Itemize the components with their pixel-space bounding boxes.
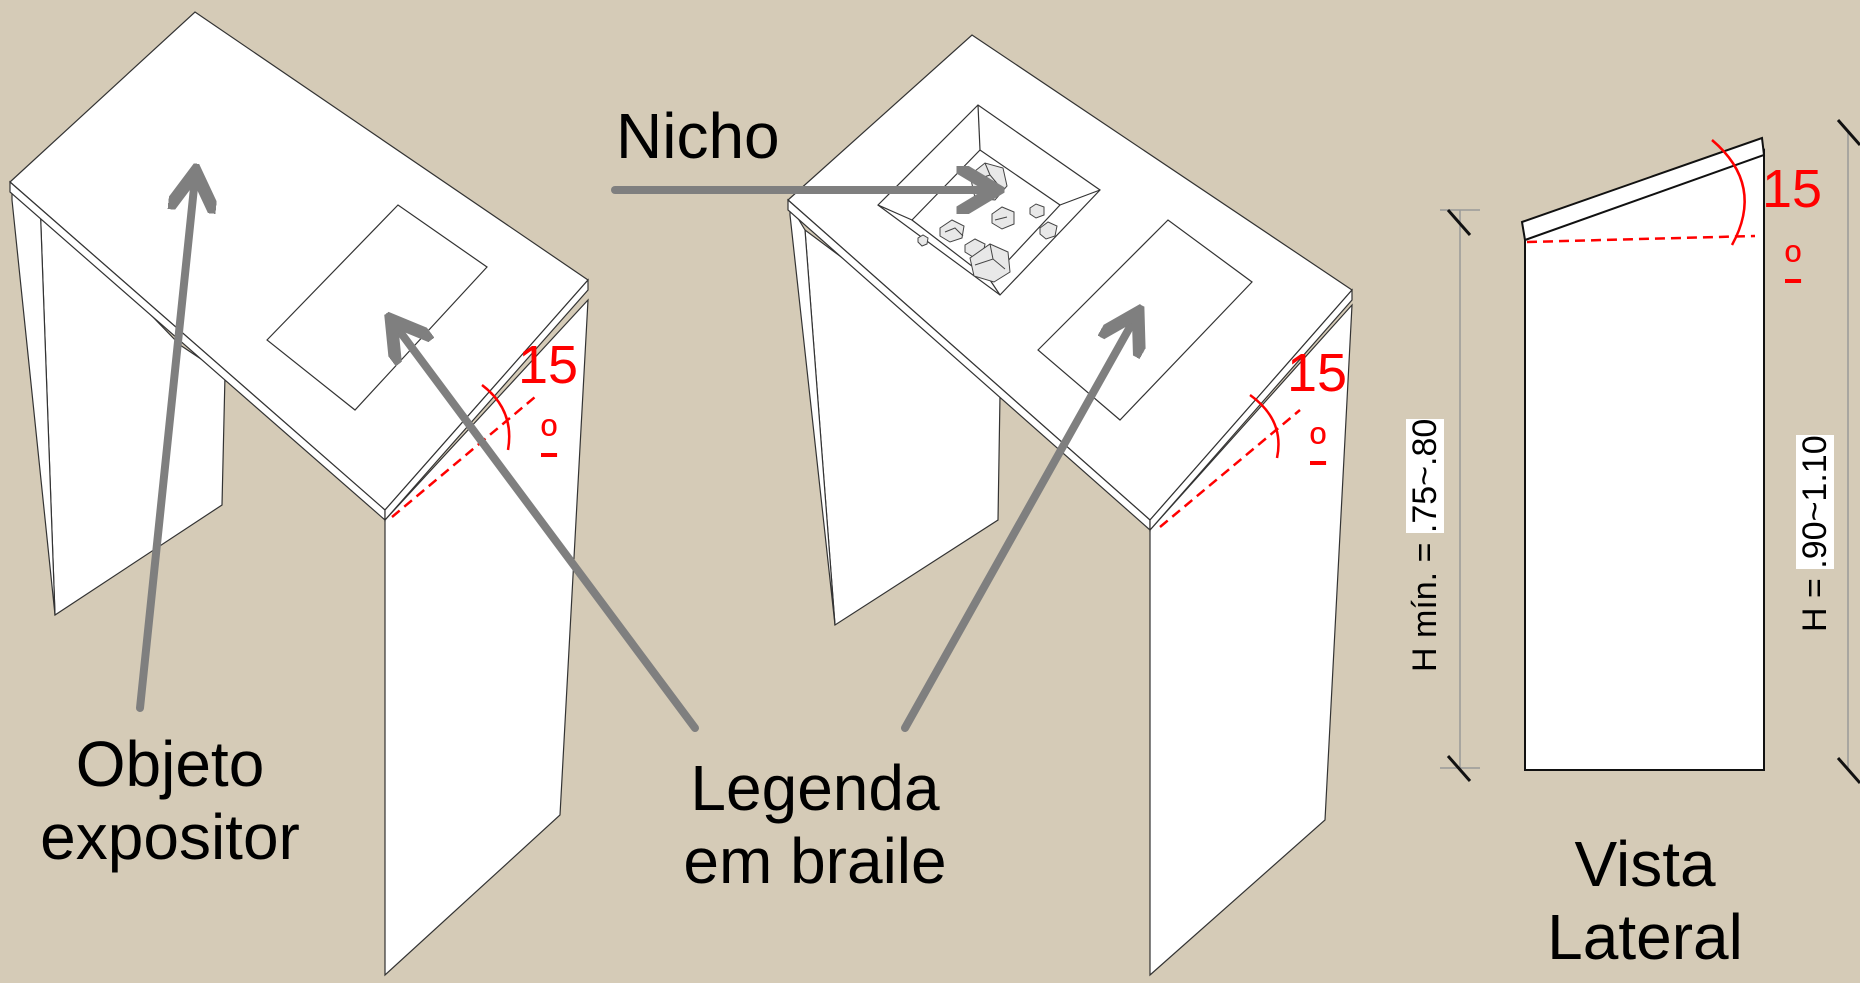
arrow-legenda-left bbox=[395, 325, 699, 732]
dimension-h-min: H mín. = .75~.80 bbox=[1406, 418, 1444, 672]
middle-exhibitor-front-leg bbox=[1149, 303, 1353, 977]
label-legenda-line2: em braile bbox=[683, 824, 947, 897]
left-exhibitor-braille-plate bbox=[266, 204, 488, 411]
left-exhibitor-front-leg bbox=[384, 298, 589, 977]
dimension-h-min-value: .75~.80 bbox=[1406, 418, 1444, 534]
label-vista-line1: Vista bbox=[1574, 828, 1716, 900]
side-view bbox=[1520, 136, 1766, 771]
dimension-h-min-prefix: H mín. = bbox=[1406, 533, 1444, 672]
left-angle-arc bbox=[481, 384, 511, 451]
pointer-arrows bbox=[136, 178, 1135, 732]
label-legenda-braile: Legenda em braile bbox=[655, 752, 975, 898]
side-view-top-slab bbox=[1520, 136, 1766, 242]
middle-angle-value: 15 bbox=[1287, 343, 1348, 403]
left-angle-value: 15 bbox=[518, 335, 579, 395]
niche-recess bbox=[877, 104, 1101, 296]
middle-exhibitor-top-right-edge bbox=[1149, 288, 1353, 532]
left-angle-degree: º bbox=[541, 411, 558, 460]
left-exhibitor-top-right-edge bbox=[384, 278, 589, 522]
label-nicho: Nicho bbox=[616, 100, 780, 172]
side-angle-degree: º bbox=[1785, 237, 1802, 286]
label-vista-lateral: Vista Lateral bbox=[1530, 828, 1760, 974]
side-angle-arc bbox=[1711, 139, 1746, 246]
middle-angle-degree: º bbox=[1310, 419, 1327, 468]
side-angle-ref-line bbox=[1526, 234, 1756, 244]
dimension-ticks bbox=[1446, 119, 1860, 784]
label-legenda-line1: Legenda bbox=[690, 752, 940, 824]
dimension-h-prefix: H = bbox=[1796, 568, 1834, 632]
arrow-objeto bbox=[136, 178, 195, 712]
label-objeto-line2: expositor bbox=[40, 800, 300, 873]
middle-angle-arc bbox=[1249, 393, 1280, 459]
label-objeto-line1: Objeto bbox=[75, 728, 265, 800]
side-view-body bbox=[1524, 148, 1765, 771]
dimension-h-value: .90~1.10 bbox=[1796, 435, 1834, 569]
label-vista-line2: Lateral bbox=[1547, 900, 1743, 973]
label-objeto-expositor: Objeto expositor bbox=[20, 728, 320, 874]
angle-annotations bbox=[391, 139, 1756, 528]
side-angle-value: 15 bbox=[1762, 159, 1823, 219]
arrow-legenda-middle bbox=[901, 318, 1135, 732]
dimension-h: H = .90~1.10 bbox=[1796, 435, 1834, 632]
